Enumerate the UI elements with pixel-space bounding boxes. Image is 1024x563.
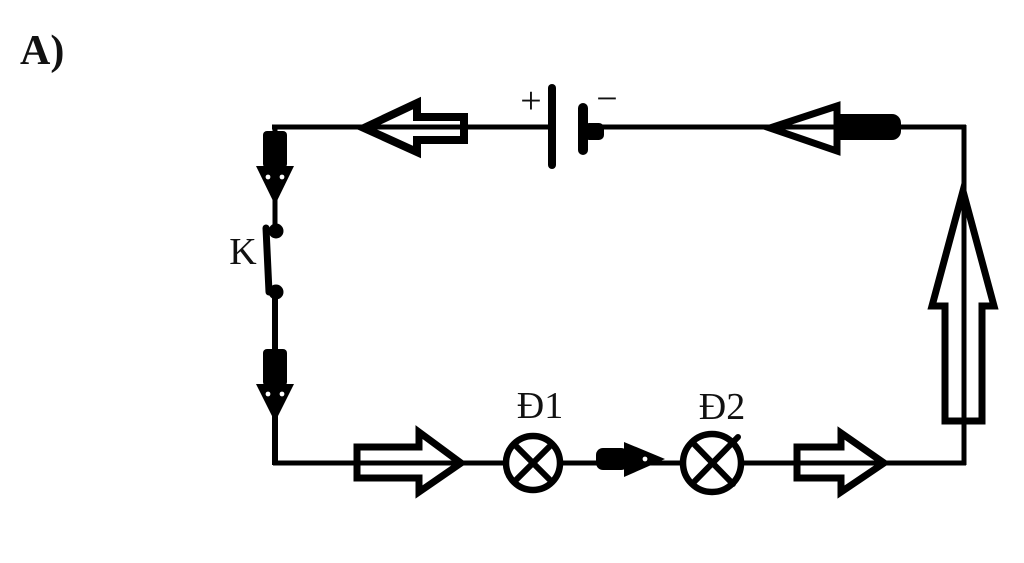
switch-contact-top: [268, 223, 284, 239]
lamp-d2-label: Đ2: [699, 386, 745, 428]
lamp-d1: [502, 432, 564, 494]
current-arrow-down-icon: [256, 131, 294, 205]
switch-label: K: [229, 231, 257, 273]
figure-label: A): [20, 28, 64, 74]
switch-k: [262, 223, 284, 300]
lamp-d2: [679, 430, 745, 496]
current-arrow-mid-icon: [596, 442, 665, 477]
battery-terminal-joint: [584, 123, 604, 140]
lamp-d1-label: Đ1: [517, 385, 563, 427]
current-arrow-down2-icon: [256, 349, 294, 422]
battery-positive-label: +: [520, 80, 541, 122]
battery-negative-label: −: [596, 78, 617, 120]
battery: [548, 84, 604, 169]
switch-lever: [262, 224, 273, 296]
